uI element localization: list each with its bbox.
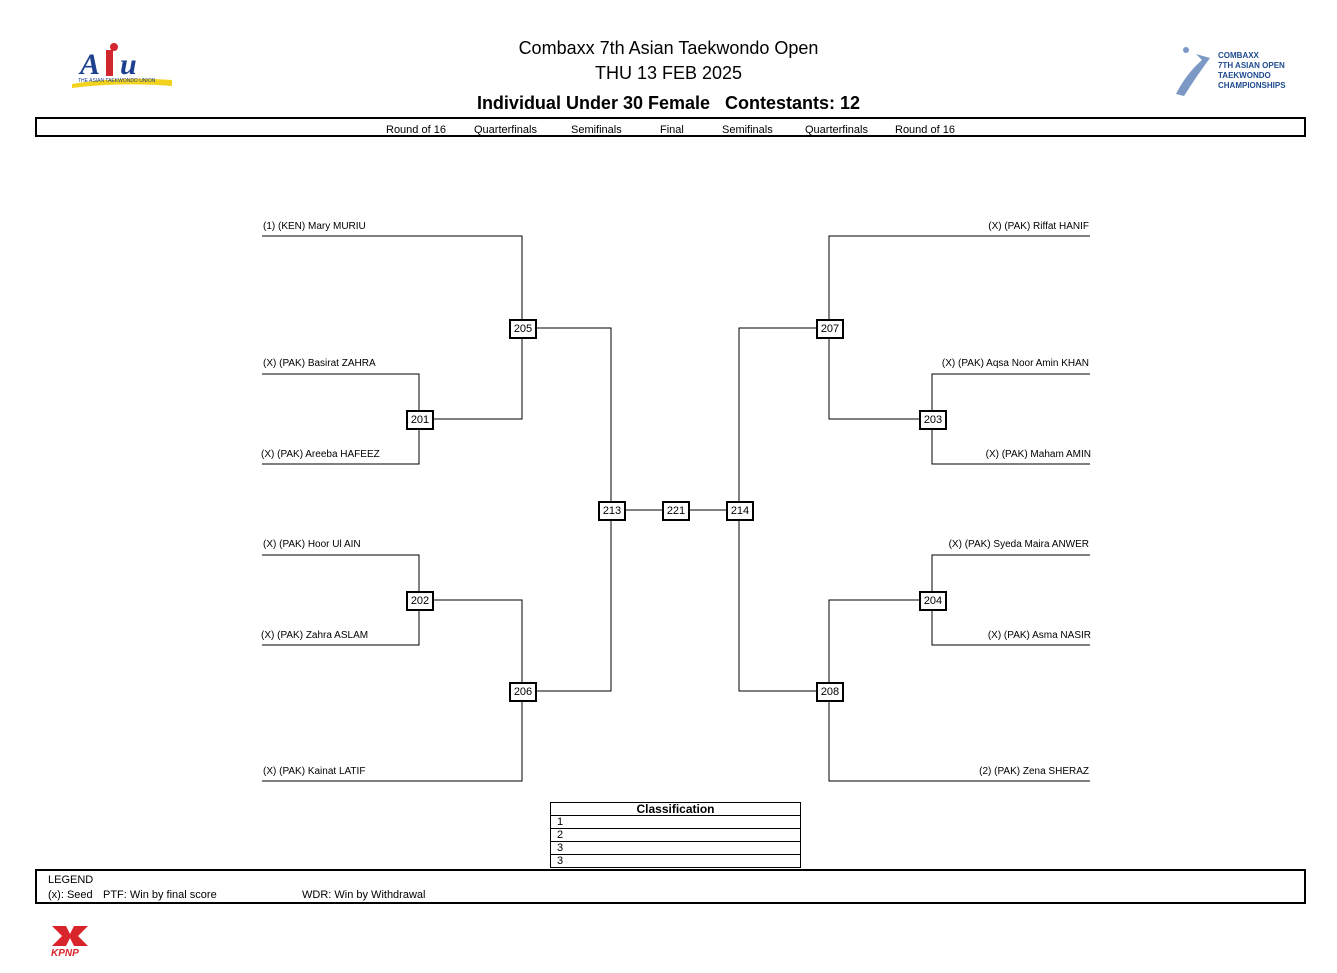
- classification-place: 1: [550, 815, 801, 829]
- svg-text:TAEKWONDO: TAEKWONDO: [1218, 71, 1271, 80]
- match-box-203: 203: [919, 410, 947, 430]
- round-label: Semifinals: [722, 124, 773, 136]
- match-box-204: 204: [919, 591, 947, 611]
- svg-text:KPNP: KPNP: [51, 948, 79, 959]
- match-box-201: 201: [406, 410, 434, 430]
- event-date: THU 13 FEB 2025: [594, 63, 743, 83]
- svg-text:A: A: [78, 48, 100, 81]
- athlete-name: (2) (PAK) Zena SHERAZ: [979, 766, 1089, 777]
- legend-title: LEGEND: [48, 874, 94, 886]
- athlete-name: (1) (KEN) Mary MURIU: [263, 221, 366, 232]
- match-box-202: 202: [406, 591, 434, 611]
- match-box-206: 206: [509, 682, 537, 702]
- classification-title: Classification: [550, 802, 801, 816]
- athlete-name: (X) (PAK) Syeda Maira ANWER: [948, 539, 1089, 550]
- round-label: Quarterfinals: [474, 124, 537, 136]
- division-name: Individual Under 30 Female: [476, 93, 711, 113]
- classification-table: Classification 1 2 3 3: [550, 802, 801, 868]
- athlete-name: (X) (PAK) Riffat HANIF: [988, 221, 1089, 232]
- division-header: Individual Under 30 Female Contestants: …: [0, 93, 1337, 114]
- round-label: Round of 16: [386, 124, 446, 136]
- athlete-name: (X) (PAK) Areeba HAFEEZ: [261, 449, 380, 460]
- classification-place: 3: [550, 841, 801, 855]
- svg-text:7TH ASIAN OPEN: 7TH ASIAN OPEN: [1218, 61, 1285, 70]
- athlete-name: (X) (PAK) Zahra ASLAM: [261, 630, 369, 641]
- round-label: Round of 16: [895, 124, 955, 136]
- match-box-214: 214: [726, 501, 754, 521]
- round-header-bar: Round of 16 Quarterfinals Semifinals Fin…: [35, 117, 1306, 137]
- svg-text:u: u: [120, 48, 137, 81]
- kpnp-logo: KPNP: [51, 926, 88, 959]
- match-box-221: 221: [662, 501, 690, 521]
- round-label: Quarterfinals: [805, 124, 868, 136]
- athlete-name: (X) (PAK) Hoor Ul AIN: [263, 539, 361, 550]
- svg-text:COMBAXX: COMBAXX: [1218, 51, 1260, 60]
- championship-logo: COMBAXX 7TH ASIAN OPEN TAEKWONDO CHAMPIO…: [1176, 47, 1286, 96]
- legend-item: PTF: Win by final score: [103, 889, 217, 901]
- athlete-name: (X) (PAK) Maham AMIN: [985, 449, 1091, 460]
- svg-text:THE ASIAN TAEKWONDO UNION: THE ASIAN TAEKWONDO UNION: [78, 78, 156, 84]
- svg-text:CHAMPIONSHIPS: CHAMPIONSHIPS: [1218, 81, 1286, 90]
- round-label: Semifinals: [571, 124, 622, 136]
- legend-item: (x): Seed: [48, 889, 93, 901]
- classification-place: 2: [550, 828, 801, 842]
- athlete-name: (X) (PAK) Kainat LATIF: [263, 766, 366, 777]
- contestant-count: Contestants: 12: [725, 93, 861, 113]
- athlete-name: (X) (PAK) Aqsa Noor Amin KHAN: [941, 358, 1089, 369]
- legend-box: LEGEND (x): Seed PTF: Win by final score…: [35, 869, 1306, 904]
- athlete-name: (X) (PAK) Asma NASIR: [987, 630, 1091, 641]
- athlete-name: (X) (PAK) Basirat ZAHRA: [263, 358, 376, 369]
- match-box-213: 213: [598, 501, 626, 521]
- round-label: Final: [660, 124, 684, 136]
- match-box-208: 208: [816, 682, 844, 702]
- classification-place: 3: [550, 854, 801, 868]
- legend-item: WDR: Win by Withdrawal: [302, 889, 426, 901]
- event-title: Combaxx 7th Asian Taekwondo Open: [518, 38, 819, 58]
- atu-logo: A u THE ASIAN TAEKWONDO UNION: [72, 43, 172, 88]
- match-box-207: 207: [816, 319, 844, 339]
- match-box-205: 205: [509, 319, 537, 339]
